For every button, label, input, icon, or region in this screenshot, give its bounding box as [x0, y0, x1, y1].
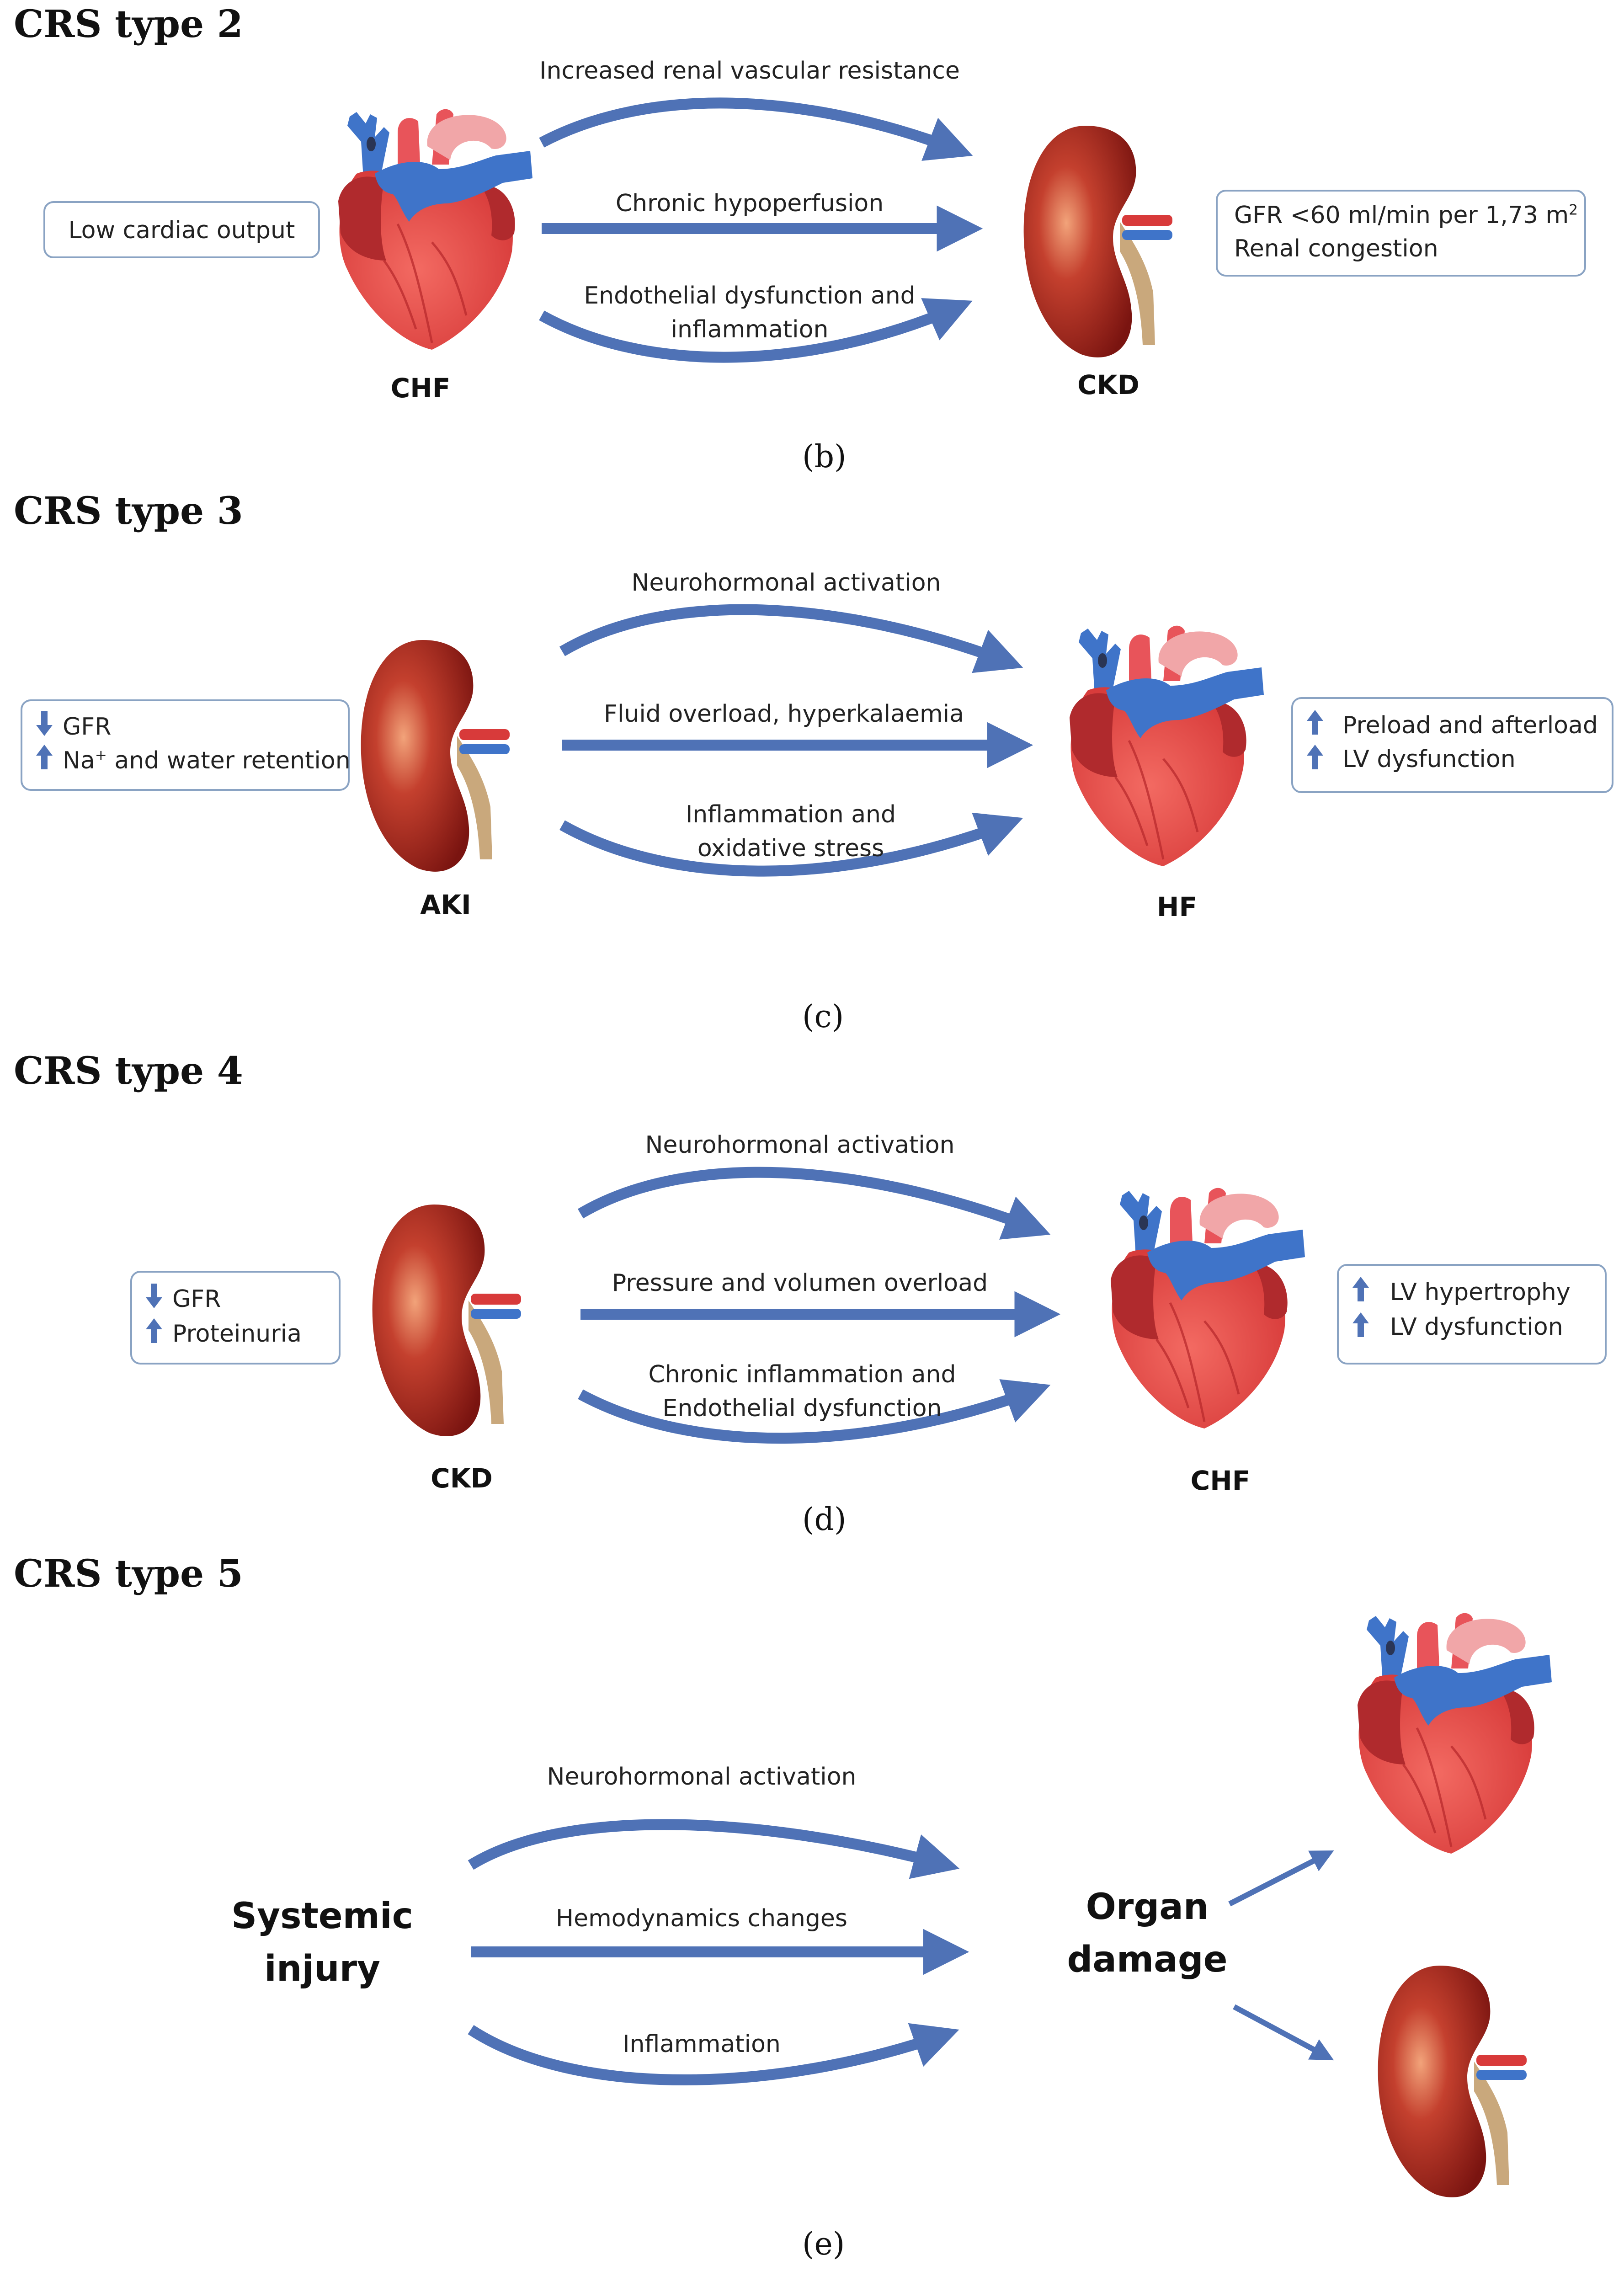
panel-d-caption: (d)	[802, 1502, 847, 1538]
source-label: Systemic injury	[231, 1896, 413, 1989]
right-info-box: GFR <60 ml/min per 1,73 m2 Renal congest…	[1216, 190, 1586, 277]
info-line: LV hypertrophy	[1390, 1279, 1571, 1306]
panel-c-caption: (c)	[802, 999, 844, 1035]
arrow-label: Chronic inflammation and Endothelial dys…	[648, 1361, 956, 1422]
left-info-box: Low cardiac output	[43, 201, 320, 258]
panel-b-arrows	[539, 97, 983, 363]
panel-b-title: CRS type 2	[14, 2, 243, 46]
target-organ-label: CHF	[1190, 1465, 1251, 1496]
info-line: LV dysfunction	[1342, 746, 1516, 773]
panel-e-caption: (e)	[802, 2226, 845, 2262]
info-line: Proteinuria	[172, 1320, 302, 1348]
heart-icon	[338, 109, 532, 350]
left-info-box: GFR Na+ and water retention	[21, 699, 351, 791]
kidney-icon	[1023, 126, 1172, 357]
panel-e-title: CRS type 5	[14, 1552, 243, 1596]
info-line: Na+ and water retention	[63, 747, 351, 774]
panel-b-caption: (b)	[802, 439, 847, 475]
source-organ-label: CHF	[390, 373, 451, 404]
heart-icon	[1070, 626, 1264, 866]
panel-c-arrows	[559, 604, 1033, 877]
arrow-up-icon	[1307, 710, 1323, 735]
arrow-up-icon	[146, 1318, 162, 1343]
arrow-label: Inflammation and oxidative stress	[685, 801, 896, 862]
kidney-icon	[1378, 1966, 1527, 2197]
arrow-label: Endothelial dysfunction and inflammation	[584, 282, 916, 343]
panel-d-title: CRS type 4	[14, 1049, 243, 1093]
kidney-icon	[372, 1205, 521, 1436]
kidney-icon	[361, 640, 510, 872]
arrow-label: Hemodynamics changes	[556, 1905, 847, 1932]
target-label: Organ damage	[1067, 1887, 1228, 1980]
info-line: Renal congestion	[1234, 235, 1438, 262]
target-organ-label: HF	[1156, 891, 1198, 922]
arrow-label: Increased renal vascular resistance	[539, 57, 960, 85]
info-line: Low cardiac output	[68, 217, 295, 244]
info-line: Preload and afterload	[1342, 712, 1598, 739]
arrow-label: Fluid overload, hyperkalaemia	[604, 700, 964, 728]
right-info-box: Preload and afterload LV dysfunction	[1291, 697, 1613, 793]
arrow-up-icon	[36, 745, 53, 769]
arrow-down-icon	[146, 1284, 162, 1308]
arrow-up-icon	[1307, 745, 1323, 769]
arrow-label: Neurohormonal activation	[547, 1763, 857, 1791]
panel-d-arrows	[577, 1167, 1061, 1444]
left-info-box: GFR Proteinuria	[130, 1271, 341, 1365]
arrow-up-icon	[1352, 1312, 1369, 1337]
right-info-box: LV hypertrophy LV dysfunction	[1337, 1264, 1607, 1365]
panel-e-arrows	[468, 1819, 1334, 2085]
arrow-down-icon	[36, 711, 53, 736]
info-line: GFR <60 ml/min per 1,73 m2	[1234, 202, 1578, 229]
arrow-label: Inflammation	[623, 2031, 781, 2058]
arrow-label: Neurohormonal activation	[631, 569, 941, 597]
info-line: GFR	[172, 1285, 221, 1313]
heart-icon	[1111, 1188, 1305, 1428]
source-organ-label: AKI	[420, 889, 471, 920]
info-line: LV dysfunction	[1390, 1313, 1563, 1341]
arrow-label: Chronic hypoperfusion	[615, 190, 884, 217]
info-line: GFR	[63, 713, 112, 741]
arrow-up-icon	[1352, 1277, 1369, 1301]
arrow-label: Pressure and volumen overload	[612, 1269, 988, 1297]
arrow-label: Neurohormonal activation	[645, 1131, 955, 1159]
target-organ-label: CKD	[1077, 369, 1139, 400]
source-organ-label: CKD	[431, 1463, 493, 1494]
heart-icon	[1358, 1613, 1552, 1854]
panel-c-title: CRS type 3	[14, 489, 243, 533]
